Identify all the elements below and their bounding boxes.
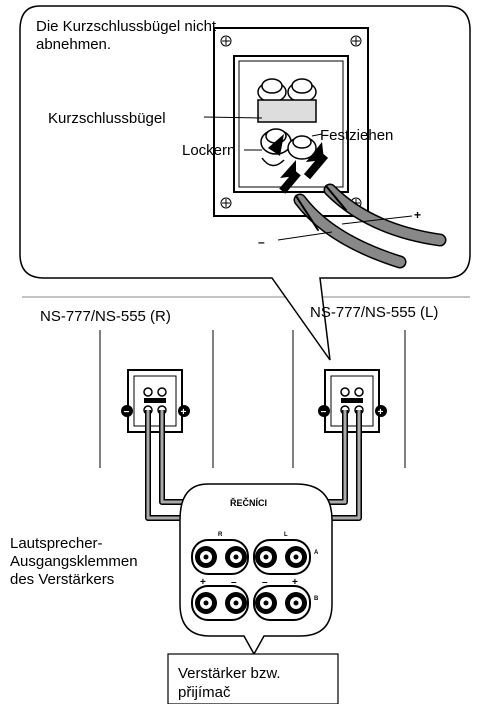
svg-text:+: +	[200, 577, 206, 588]
terminal-jack-icon	[195, 546, 307, 614]
svg-text:+: +	[181, 407, 187, 418]
svg-text:+: +	[378, 407, 384, 418]
channel-l-label: L	[284, 532, 288, 538]
speaker-right-label: NS-777/NS-555 (R)	[40, 308, 171, 325]
amp-terminals-label-line2: Ausgangsklemmen	[10, 553, 138, 570]
minus-icon	[318, 405, 330, 417]
speaker-cabinets	[22, 296, 470, 468]
amplifier-box-line2: přijímač	[178, 684, 231, 701]
callout-minus-sign: –	[258, 235, 265, 249]
svg-text:–: –	[231, 577, 237, 588]
note-text-line2: abnehmen.	[36, 36, 111, 53]
binding-post-icon	[257, 78, 317, 167]
row-b-label: B	[314, 596, 319, 602]
speaker-terminal-right: − +	[121, 369, 190, 433]
note-text-line1: Die Kurzschlussbügel nicht	[36, 18, 217, 35]
svg-text:−: −	[321, 407, 327, 418]
amp-panel-title: ŘEČNÍCI	[230, 497, 267, 508]
terminal-plate-closeup	[203, 27, 447, 269]
speaker-terminal-left: − +	[318, 369, 387, 433]
amplifier-terminal-panel	[179, 483, 333, 656]
svg-text:+: +	[292, 577, 298, 588]
amplifier-box	[167, 653, 339, 704]
row-a-label: A	[314, 550, 319, 556]
svg-text:–: –	[262, 577, 268, 588]
channel-r-label: R	[218, 532, 223, 538]
svg-text:−: −	[124, 407, 130, 418]
speaker-cable	[293, 183, 447, 269]
label-loosen: Lockern	[182, 142, 235, 159]
arrow-icon	[268, 134, 329, 194]
label-tighten: Festziehen	[320, 127, 393, 144]
speaker-left-label: NS-777/NS-555 (L)	[310, 304, 438, 321]
callout-plus-sign: +	[414, 208, 421, 222]
minus-icon	[121, 405, 133, 417]
amp-terminals-label-line1: Lautsprecher-	[10, 535, 103, 552]
screw-icon	[220, 35, 362, 209]
plus-icon	[375, 405, 387, 417]
label-short-circuit-bridge: Kurzschlussbügel	[48, 110, 166, 127]
amp-terminals-label-line3: des Verstärkers	[10, 571, 114, 588]
plus-icon	[178, 405, 190, 417]
amplifier-box-line1: Verstärker bzw.	[178, 665, 281, 682]
